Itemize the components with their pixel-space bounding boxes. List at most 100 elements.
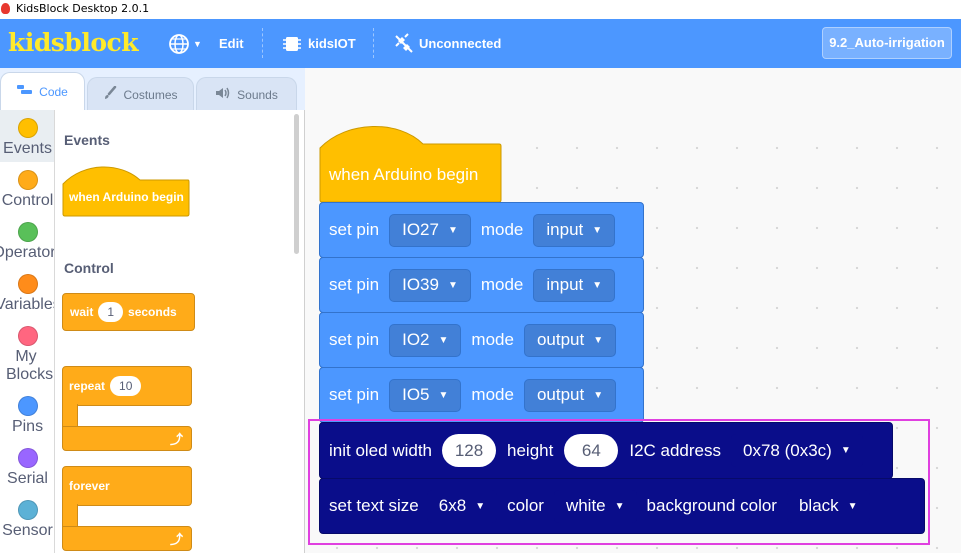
i2c-address-dropdown[interactable]: 0x78 (0x3c)▼ <box>731 434 863 467</box>
wait-seconds-input[interactable]: 1 <box>98 302 124 322</box>
brush-icon <box>103 85 117 103</box>
oled-height-input[interactable]: 64 <box>564 434 619 467</box>
window-title: KidsBlock Desktop 2.0.1 <box>16 2 150 15</box>
category-my-blocks[interactable]: My Blocks <box>0 326 54 384</box>
pin-value: IO27 <box>402 220 439 239</box>
tab-code[interactable]: Code <box>0 72 85 110</box>
category-variables[interactable]: Variables <box>0 274 54 314</box>
language-menu[interactable]: ▼ <box>168 19 202 68</box>
category-control[interactable]: Control <box>0 170 54 210</box>
background-color-dropdown[interactable]: black ▼ <box>786 489 870 523</box>
text-size-dropdown[interactable]: 6x8 ▼ <box>426 489 498 523</box>
device-label: kidsIOT <box>308 36 356 51</box>
kidsblock-logo[interactable]: kidsblock <box>8 28 139 57</box>
palette-when-begin-block[interactable]: when Arduino begin <box>62 164 190 218</box>
palette-wait-block[interactable]: wait 1 seconds <box>62 293 195 331</box>
tab-costumes-label: Costumes <box>123 87 178 102</box>
when-arduino-begin-block[interactable]: when Arduino begin <box>319 124 503 204</box>
text-size-value: 6x8 <box>438 496 467 515</box>
events-color-dot <box>17 118 38 138</box>
background-color-value: black <box>798 496 839 515</box>
palette-scrollbar[interactable] <box>294 114 299 254</box>
edit-menu[interactable]: Edit <box>219 36 244 51</box>
oled-width-input[interactable]: 128 <box>442 434 497 467</box>
mode-label: mode <box>471 330 514 349</box>
pin-dropdown[interactable]: IO2▼ <box>389 323 462 357</box>
disconnected-plug-icon <box>395 32 413 53</box>
i2c-address-label: I2C address <box>629 440 722 460</box>
mode-dropdown[interactable]: output ▼ <box>523 378 617 412</box>
set-pin-mode-block[interactable]: set pin IO5▼ mode output▼ <box>319 367 644 423</box>
menu-separator <box>262 28 263 58</box>
loop-arrow-icon: ⤴ <box>169 432 183 447</box>
init-oled-block[interactable]: init oled width 128 height 64 I2C addres… <box>319 422 893 479</box>
code-workspace[interactable]: when Arduino begin set pin IO27▼ mode in… <box>305 110 961 553</box>
set-pin-mode-block[interactable]: set pin IO27▼ mode input▼ <box>319 202 644 258</box>
connection-status: Unconnected <box>419 36 502 51</box>
repeat-label: repeat <box>69 379 106 393</box>
tab-costumes[interactable]: Costumes <box>87 77 194 111</box>
category-sensor[interactable]: Sensor <box>0 500 54 540</box>
tab-sounds[interactable]: Sounds <box>196 77 297 111</box>
dropdown-arrow-icon: ▼ <box>447 279 458 291</box>
serial-color-dot <box>17 448 38 468</box>
block-palette: Events when Arduino begin Control wait 1… <box>55 110 305 553</box>
mode-dropdown[interactable]: input▼ <box>533 268 616 302</box>
wait-label: wait <box>70 305 94 319</box>
palette-heading-control: Control <box>64 260 114 276</box>
palette-forever-block[interactable]: forever ⤴ <box>62 466 192 551</box>
mode-dropdown[interactable]: input▼ <box>533 213 616 247</box>
speaker-icon <box>215 86 231 103</box>
chip-icon <box>283 36 301 51</box>
category-pins[interactable]: Pins <box>0 396 54 436</box>
tab-sounds-label: Sounds <box>237 87 278 102</box>
dropdown-arrow-icon: ▼ <box>840 445 851 456</box>
pin-dropdown[interactable]: IO5▼ <box>389 378 462 412</box>
category-operators[interactable]: Operators <box>0 222 54 262</box>
category-label: Events <box>3 140 52 157</box>
category-label: Variables <box>0 296 54 313</box>
text-color-dropdown[interactable]: white▼ <box>553 489 637 523</box>
app-icon <box>1 3 10 14</box>
set-pin-label: set pin <box>329 385 380 404</box>
background-color-label: background color <box>646 496 777 515</box>
operators-color-dot <box>17 222 38 242</box>
mode-value: input <box>546 275 584 294</box>
sensor-color-dot <box>17 500 38 520</box>
connection-menu[interactable]: Unconnected <box>393 19 501 68</box>
init-oled-label: init oled width <box>329 440 433 460</box>
repeat-count-input[interactable]: 10 <box>110 376 142 396</box>
dropdown-arrow-icon: ▼ <box>847 500 858 512</box>
category-label: My Blocks <box>6 348 54 383</box>
height-label: height <box>507 440 554 460</box>
menu-separator <box>373 28 374 58</box>
palette-repeat-block[interactable]: repeat 10 ⤴ <box>62 366 192 451</box>
project-title-field[interactable]: 9.2_Auto-irrigation <box>822 27 952 59</box>
control-color-dot <box>17 170 38 190</box>
mode-value: output <box>536 330 585 349</box>
palette-heading-events: Events <box>64 132 110 148</box>
editor-tabs: Code Costumes Sounds <box>0 68 305 111</box>
mode-dropdown[interactable]: output▼ <box>523 323 617 357</box>
palette-when-begin-label: when Arduino begin <box>68 190 184 204</box>
loop-arrow-icon: ⤴ <box>169 532 183 547</box>
category-events[interactable]: Events <box>0 110 54 162</box>
mode-label: mode <box>480 275 524 294</box>
text-color-value: white <box>565 496 606 515</box>
pin-dropdown[interactable]: IO27▼ <box>389 213 471 247</box>
my-blocks-color-dot <box>17 326 38 346</box>
set-pin-mode-block[interactable]: set pin IO2▼ mode output▼ <box>319 312 644 368</box>
pin-dropdown[interactable]: IO39▼ <box>389 268 471 302</box>
tab-code-label: Code <box>39 84 68 99</box>
category-serial[interactable]: Serial <box>0 448 54 488</box>
device-menu[interactable]: kidsIOT <box>282 19 356 68</box>
set-pin-mode-block[interactable]: set pin IO39▼ mode input▼ <box>319 257 644 313</box>
mode-value: output <box>536 385 585 404</box>
category-label: Operators <box>0 244 54 261</box>
dropdown-arrow-icon: ▼ <box>438 389 449 401</box>
dropdown-arrow-icon: ▼ <box>475 500 486 512</box>
set-text-size-block[interactable]: set text size 6x8▼ color white▼ backgrou… <box>319 478 925 534</box>
variables-color-dot <box>17 274 38 294</box>
dropdown-arrow-icon: ▼ <box>592 224 603 236</box>
dropdown-arrow-icon: ▼ <box>593 389 604 401</box>
